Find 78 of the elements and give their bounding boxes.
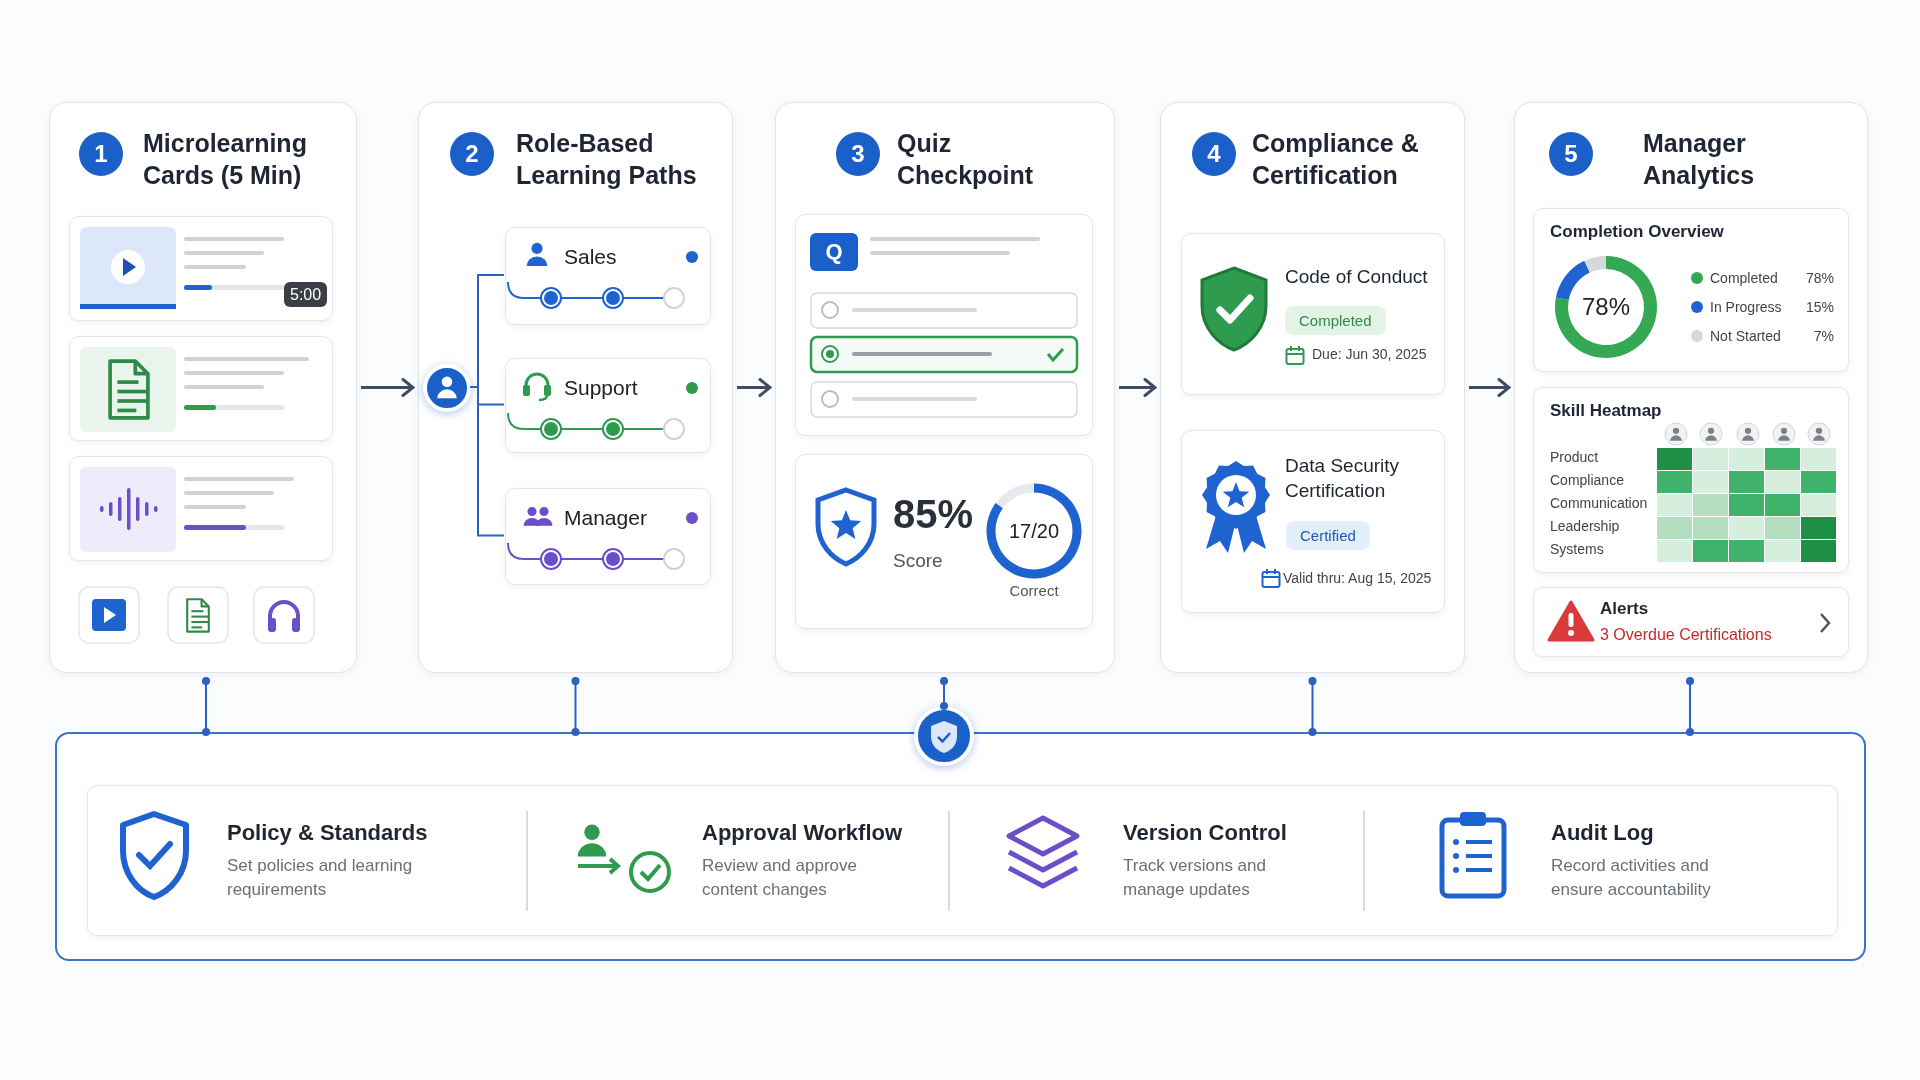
arrow: [1469, 378, 1511, 397]
feature-description: Review and approve content changes: [702, 855, 858, 901]
arrow: [737, 378, 772, 397]
score-percent: 85%: [893, 491, 974, 537]
content-card: [505, 358, 711, 453]
skill-label: Communication: [1550, 494, 1648, 512]
content-card: [505, 488, 711, 585]
role-name: Sales: [564, 244, 618, 270]
step-panel: [1514, 102, 1868, 673]
status-badge: Certified: [1286, 521, 1370, 550]
status-badge: Completed: [1285, 306, 1386, 335]
connector-line: [1685, 676, 1695, 737]
card-title: Skill Heatmap: [1550, 400, 1662, 422]
step-number-badge: 4: [1192, 132, 1236, 176]
role-name: Manager: [564, 505, 648, 531]
connector-line: [571, 676, 580, 737]
legend-label: Not Started: [1710, 327, 1781, 345]
alert-message: 3 Overdue Certifications: [1600, 625, 1772, 645]
content-card: [795, 214, 1093, 436]
skill-label: Leadership: [1550, 517, 1620, 535]
feature-title: Policy & Standards: [227, 819, 428, 847]
step-number-badge: 1: [79, 132, 123, 176]
content-card: [69, 216, 333, 321]
certification-title: Code of Conduct: [1285, 265, 1429, 289]
connector-line: [939, 676, 949, 711]
skill-label: Compliance: [1550, 471, 1624, 489]
content-card: [87, 785, 1838, 936]
feature-description: Track versions and manage updates: [1123, 855, 1267, 901]
question-badge: Q: [810, 233, 858, 271]
feature-title: Version Control: [1123, 819, 1287, 847]
score-label: Score: [893, 549, 944, 573]
connector-line: [1308, 676, 1317, 737]
value-label: 15%: [1805, 298, 1834, 316]
content-card: [1533, 387, 1849, 573]
alert-title: Alerts: [1600, 598, 1649, 620]
content-card: [1181, 430, 1445, 613]
step-number-badge: 5: [1549, 132, 1593, 176]
step-number-badge: 3: [836, 132, 880, 176]
step-panel: [49, 102, 357, 673]
step-panel: [1160, 102, 1465, 673]
certification-title: Data Security Certification: [1285, 454, 1401, 503]
governance-band: [55, 732, 1866, 961]
duration-label: 5:00: [284, 282, 328, 307]
arrow: [1119, 378, 1157, 397]
panel-title: Role-Based Learning Paths: [516, 128, 698, 191]
feature-title: Audit Log: [1551, 819, 1654, 847]
feature-title: Approval Workflow: [702, 819, 903, 847]
skill-label: Systems: [1550, 540, 1604, 558]
content-card: [1533, 208, 1849, 372]
connector-line: [201, 676, 211, 737]
panel-title: Compliance & Certification: [1252, 128, 1420, 191]
content-card: [1533, 587, 1849, 657]
panel-title: Quiz Checkpoint: [897, 128, 1035, 191]
legend-label: In Progress: [1710, 298, 1782, 316]
content-card: [795, 454, 1093, 629]
step-number-badge: 2: [450, 132, 494, 176]
step-panel: [418, 102, 733, 673]
step-panel: [775, 102, 1115, 673]
content-card: [69, 336, 333, 441]
feature-description: Record activities and ensure accountability: [1551, 855, 1712, 901]
content-card: [505, 227, 711, 325]
card-title: Completion Overview: [1550, 221, 1724, 243]
value-label: 7%: [1813, 327, 1834, 345]
arrow: [361, 378, 415, 397]
role-name: Support: [564, 375, 639, 401]
panel-title: Microlearning Cards (5 Min): [143, 128, 308, 191]
valid-date: Valid thru: Aug 15, 2025: [1283, 569, 1432, 588]
legend-label: Completed: [1710, 269, 1778, 287]
correct-count: 17/20: [1007, 519, 1061, 543]
correct-label: Correct: [1008, 581, 1060, 601]
value-label: 78%: [1805, 269, 1834, 287]
panel-title: Manager Analytics: [1643, 128, 1756, 191]
due-date: Due: Jun 30, 2025: [1312, 345, 1427, 364]
donut-center-label: 78%: [1580, 292, 1631, 322]
content-card: [1181, 233, 1445, 395]
skill-label: Product: [1550, 448, 1599, 466]
feature-description: Set policies and learning requirements: [227, 855, 414, 901]
content-card: [69, 456, 333, 561]
